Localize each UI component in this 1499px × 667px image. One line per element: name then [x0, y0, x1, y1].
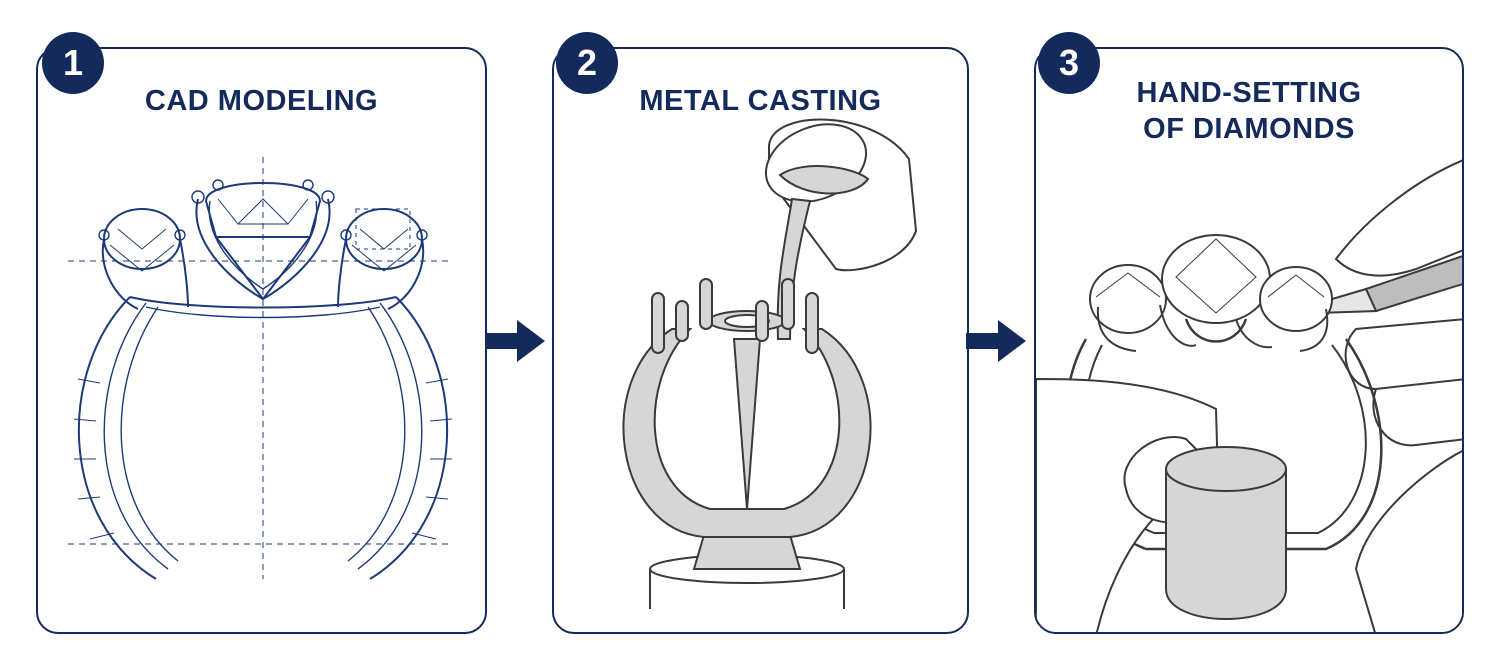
step-3-title-line-2: OF DIAMONDS — [1143, 113, 1355, 145]
step-2-title: METAL CASTING — [639, 85, 882, 117]
crucible-pour-icon — [622, 118, 918, 609]
arrow-right-icon — [966, 320, 1026, 362]
hand-setting-icon — [1036, 159, 1462, 632]
step-1-title: CAD MODELING — [144, 85, 379, 117]
step-3-badge: 3 — [1038, 32, 1100, 94]
step-2-badge: 2 — [556, 32, 618, 94]
step-3-title-line-1: HAND-SETTING — [1136, 77, 1362, 109]
step-3-title: HAND-SETTING OF DIAMONDS — [1036, 75, 1462, 147]
step-2-panel: METAL CASTING — [552, 47, 969, 634]
arrow-right-icon — [485, 320, 545, 362]
step-3-panel: HAND-SETTING OF DIAMONDS — [1034, 47, 1464, 634]
step-1-panel: CAD MODELING — [36, 47, 487, 634]
ring-wireframe-icon — [68, 157, 453, 580]
step-1-badge: 1 — [42, 32, 104, 94]
